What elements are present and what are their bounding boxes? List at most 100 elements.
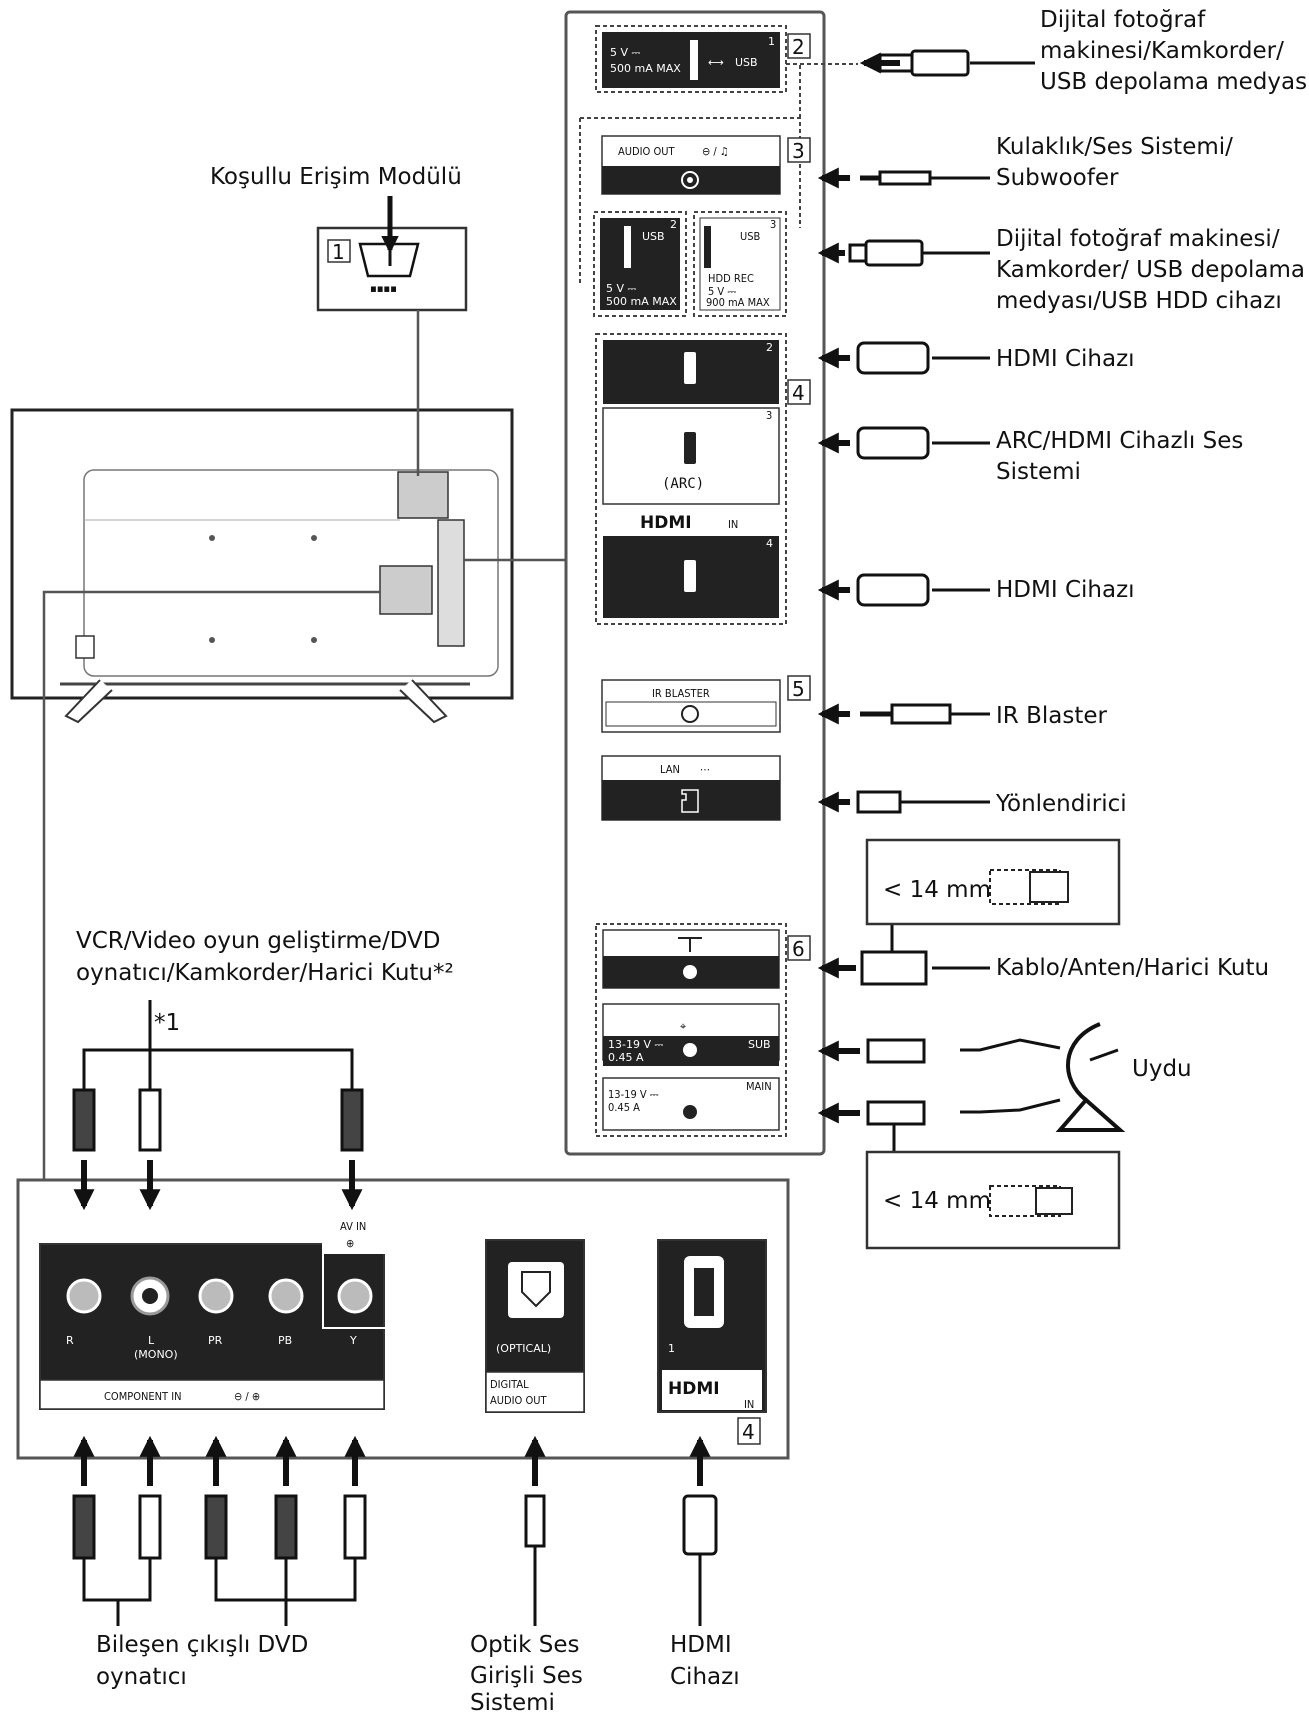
antenna-port: [602, 929, 780, 989]
svg-text:AV IN: AV IN: [340, 1220, 366, 1233]
tv-rear: [10, 408, 514, 724]
index-6: 6: [792, 937, 805, 961]
svg-text:900 mA MAX: 900 mA MAX: [706, 296, 770, 309]
connector-size-box-bottom: < 14 mm: [865, 1150, 1121, 1250]
label-arc-line2: Sistemi: [996, 459, 1081, 485]
label-cam-module: Koşullu Erişim Modülü: [210, 164, 462, 190]
label-hdmi-device-line1: HDMI: [670, 1632, 732, 1658]
label-hdmi4: HDMI Cihazı: [996, 577, 1135, 603]
label-headphone-line2: Subwoofer: [996, 165, 1119, 191]
svg-text:500 mA MAX: 500 mA MAX: [610, 62, 681, 75]
svg-text:⊖ / ⊕: ⊖ / ⊕: [234, 1390, 260, 1403]
optical-audio-out-panel: (OPTICAL) DIGITAL AUDIO OUT: [485, 1239, 585, 1413]
cam-slot-box: 1 ▪▪▪▪: [316, 196, 468, 312]
label-usb23-line2: Kamkorder/ USB depolama: [996, 257, 1305, 283]
svg-text:2: 2: [766, 341, 773, 354]
label-optical-line3: Sistemi: [470, 1690, 555, 1714]
label-footnote-1: *1: [154, 1010, 180, 1036]
svg-text:▪▪▪▪: ▪▪▪▪: [370, 282, 397, 295]
index-3: 3: [792, 139, 805, 163]
antenna-group: [595, 923, 787, 1137]
av-in-cables: [72, 1000, 364, 1211]
svg-text:⊖ / ♫: ⊖ / ♫: [702, 145, 729, 158]
svg-text:R: R: [66, 1334, 74, 1347]
svg-text:HDD REC: HDD REC: [708, 272, 754, 285]
svg-text:USB: USB: [735, 56, 758, 69]
label-usb23-line1: Dijital fotoğraf makinesi/: [996, 226, 1280, 252]
label-arc-line1: ARC/HDMI Cihazlı Ses: [996, 428, 1243, 454]
svg-text:< 14 mm: < 14 mm: [883, 877, 991, 903]
svg-text:0.45 A: 0.45 A: [608, 1101, 640, 1114]
satellite-port-main: MAIN 13-19 V ⎓ 0.45 A: [602, 1077, 780, 1131]
index-box-2: [787, 33, 811, 59]
svg-text:< 14 mm: < 14 mm: [883, 1188, 991, 1214]
audio-out-port: AUDIO OUT ⊖ / ♫: [601, 135, 781, 195]
svg-text:⋯: ⋯: [700, 763, 710, 776]
svg-text:13-19 V ⎓: 13-19 V ⎓: [608, 1038, 663, 1051]
bottom-cables: [72, 1435, 718, 1626]
svg-text:COMPONENT IN: COMPONENT IN: [104, 1390, 182, 1403]
svg-text:13-19 V ⎓: 13-19 V ⎓: [608, 1088, 659, 1101]
svg-text:IN: IN: [744, 1398, 754, 1411]
svg-text:PR: PR: [208, 1334, 223, 1347]
hdmi-group: [595, 333, 787, 625]
label-optical-line1: Optik Ses: [470, 1632, 579, 1658]
svg-text:LAN: LAN: [660, 763, 680, 776]
svg-text:HDMI: HDMI: [668, 1379, 720, 1399]
index-2: 2: [792, 35, 805, 59]
svg-text:Y: Y: [349, 1334, 357, 1347]
svg-text:3: 3: [766, 409, 772, 422]
svg-text:0.45 A: 0.45 A: [608, 1051, 644, 1064]
svg-text:HDMI: HDMI: [640, 513, 692, 533]
label-usb23-line3: medyası/USB HDD cihazı: [996, 288, 1282, 314]
svg-text:⟷: ⟷: [708, 56, 724, 69]
svg-text:1: 1: [332, 240, 345, 264]
svg-text:2: 2: [670, 218, 677, 231]
svg-text:1: 1: [668, 1342, 675, 1355]
label-headphone-line1: Kulaklık/Ses Sistemi/: [996, 134, 1233, 160]
svg-text:MAIN: MAIN: [746, 1080, 772, 1093]
connector-size-box-top: < 14 mm: [865, 838, 1121, 926]
label-hdmi2: HDMI Cihazı: [996, 346, 1135, 372]
svg-text:1: 1: [768, 35, 775, 48]
label-component-dvd-line1: Bileşen çıkışlı DVD: [96, 1632, 308, 1658]
svg-text:5 V ⎓: 5 V ⎓: [610, 46, 641, 59]
label-usb1-line2: makinesi/Kamkorder/: [1040, 38, 1284, 64]
svg-text:(ARC): (ARC): [662, 476, 704, 492]
hdmi-port-3-arc: (ARC) 3: [602, 407, 780, 505]
svg-text:SUB: SUB: [748, 1038, 771, 1051]
svg-text:5 V ⎓: 5 V ⎓: [606, 282, 637, 295]
usb-port-1: 5 V ⎓ 500 mA MAX USB ⟷ 1: [595, 25, 787, 93]
hdmi-in-label: HDMI IN: [640, 513, 738, 533]
label-vcr-line1: VCR/Video oyun geliştirme/DVD: [76, 928, 440, 954]
svg-text:500 mA MAX: 500 mA MAX: [606, 295, 677, 308]
index-4-bottom: 4: [742, 1420, 755, 1444]
svg-text:3: 3: [770, 218, 776, 231]
index-5: 5: [792, 677, 805, 701]
hdmi1-panel: 1 HDMI IN: [657, 1239, 767, 1413]
component-av-in-panel: COMPONENT IN ⊖ / ⊕ AV IN ⊕ R L (MONO) PR…: [39, 1209, 388, 1410]
svg-text:⊕: ⊕: [346, 1237, 354, 1250]
label-cable-antenna: Kablo/Anten/Harici Kutu: [996, 955, 1269, 981]
svg-text:⌖: ⌖: [680, 1020, 686, 1033]
label-satellite: Uydu: [1132, 1056, 1192, 1082]
usb-port-3: USB 3 HDD REC 5 V ⎓ 900 mA MAX: [693, 211, 787, 317]
svg-text:IN: IN: [728, 518, 738, 531]
ir-blaster-port: IR BLASTER: [601, 679, 781, 733]
svg-text:USB: USB: [740, 230, 761, 243]
hdmi-port-4: 4: [603, 536, 779, 618]
label-usb1-line3: USB depolama medyası: [1040, 69, 1309, 95]
label-router: Yönlendirici: [995, 791, 1127, 817]
svg-text:(MONO): (MONO): [134, 1348, 178, 1361]
usb-port-2: USB 2 5 V ⎓ 500 mA MAX: [593, 211, 687, 317]
svg-text:5 V ⎓: 5 V ⎓: [708, 285, 736, 298]
label-usb1-line1: Dijital fotoğraf: [1040, 7, 1206, 33]
svg-text:AUDIO OUT: AUDIO OUT: [618, 145, 676, 158]
label-component-dvd-line2: oynatıcı: [96, 1664, 187, 1690]
svg-text:DIGITAL: DIGITAL: [490, 1378, 529, 1391]
satellite-dish-icon: [1055, 1022, 1126, 1132]
svg-text:IR BLASTER: IR BLASTER: [652, 687, 710, 700]
lan-port: LAN ⋯: [601, 755, 781, 821]
satellite-port-sub: ⌖ 13-19 V ⎓ 0.45 A SUB: [602, 1003, 780, 1066]
